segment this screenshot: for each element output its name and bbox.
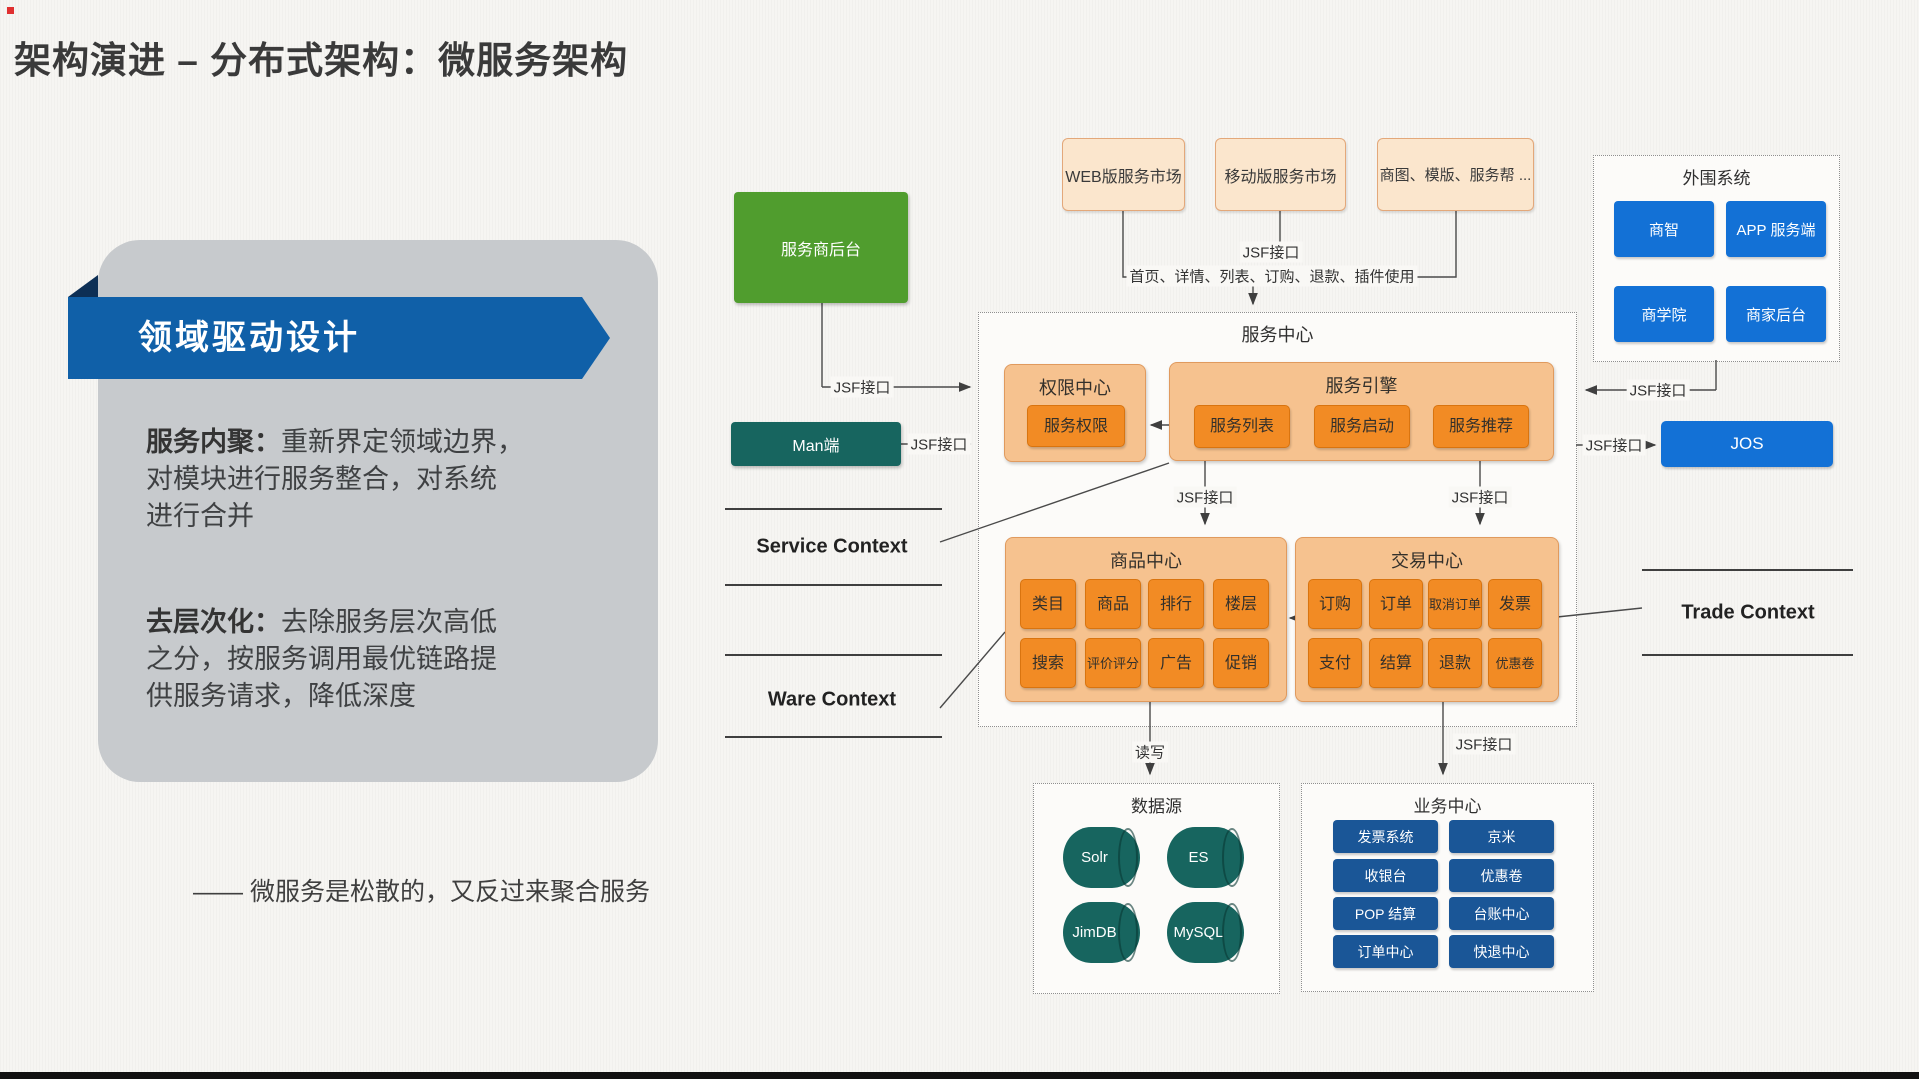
trade-item: 优惠卷 bbox=[1488, 638, 1542, 688]
para1-line3: 进行合并 bbox=[146, 501, 254, 531]
page-title: 架构演进 – 分布式架构：微服务架构 bbox=[14, 40, 629, 81]
jsf-label-peripheral: JSF接口 bbox=[1626, 379, 1690, 401]
peripheral-item: APP 服务端 bbox=[1726, 201, 1826, 257]
panel-paragraph-1: 服务内聚：重新界定领域边界， 对模块进行服务整合，对系统 进行合并 bbox=[146, 424, 638, 535]
peripheral-item: 商学院 bbox=[1614, 286, 1714, 342]
para1-lead: 服务内聚： bbox=[146, 427, 281, 457]
man-box: Man端 bbox=[731, 422, 901, 466]
business-item: 发票系统 bbox=[1333, 820, 1438, 853]
bottom-bar bbox=[0, 1072, 1919, 1079]
jsf-label-seller: JSF接口 bbox=[830, 376, 894, 398]
service-engine-box: 服务引擎 服务列表 服务启动 服务推荐 bbox=[1169, 362, 1554, 461]
service-context-label: Service Context bbox=[756, 535, 908, 558]
jsf-label-engine-left: JSF接口 bbox=[1173, 486, 1237, 508]
product-item: 排行 bbox=[1148, 579, 1204, 629]
web-market-box: WEB版服务市场 bbox=[1062, 138, 1185, 211]
record-dot bbox=[7, 7, 14, 14]
business-item: 京米 bbox=[1449, 820, 1554, 853]
seller-backend-box: 服务商后台 bbox=[734, 192, 908, 303]
trade-item: 发票 bbox=[1488, 579, 1542, 629]
business-item: POP 结算 bbox=[1333, 897, 1438, 930]
trade-item: 支付 bbox=[1308, 638, 1362, 688]
jsf-label-engine-right: JSF接口 bbox=[1448, 486, 1512, 508]
trade-item: 订购 bbox=[1308, 579, 1362, 629]
ddd-banner: 领域驱动设计 bbox=[68, 297, 582, 379]
service-center-title: 服务中心 bbox=[1241, 325, 1314, 345]
database-cylinder: Solr bbox=[1063, 827, 1140, 888]
business-title: 业务中心 bbox=[1413, 797, 1482, 816]
business-item: 台账中心 bbox=[1449, 897, 1554, 930]
para2-line3: 供服务请求，降低深度 bbox=[146, 681, 416, 711]
trade-center-title: 交易中心 bbox=[1391, 551, 1463, 571]
auth-center-title: 权限中心 bbox=[1039, 378, 1111, 398]
datasource-title: 数据源 bbox=[1131, 797, 1182, 816]
para2-line2: 之分，按服务调用最优链路提 bbox=[146, 644, 497, 674]
business-item: 收银台 bbox=[1333, 859, 1438, 892]
jsf-label-man: JSF接口 bbox=[907, 433, 971, 455]
jsf-label-jos: JSF接口 bbox=[1582, 434, 1646, 456]
product-item: 搜索 bbox=[1020, 638, 1076, 688]
service-engine-title: 服务引擎 bbox=[1325, 376, 1398, 396]
trade-item: 结算 bbox=[1369, 638, 1423, 688]
peripheral-item: 商智 bbox=[1614, 201, 1714, 257]
business-item: 订单中心 bbox=[1333, 935, 1438, 968]
business-group: 业务中心 发票系统 京米 收银台 优惠卷 POP 结算 台账中心 订单中心 快退… bbox=[1301, 783, 1594, 992]
product-item: 商品 bbox=[1085, 579, 1141, 629]
shops-templates-box: 商图、模版、服务帮 ... bbox=[1377, 138, 1534, 211]
auth-item: 服务权限 bbox=[1027, 405, 1125, 447]
panel-paragraph-2: 去层次化：去除服务层次高低 之分，按服务调用最优链路提 供服务请求，降低深度 bbox=[146, 604, 638, 715]
jos-box: JOS bbox=[1661, 421, 1833, 467]
business-item: 优惠卷 bbox=[1449, 859, 1554, 892]
product-item: 评价评分 bbox=[1085, 638, 1141, 688]
product-item: 广告 bbox=[1148, 638, 1204, 688]
trade-item: 取消订单 bbox=[1428, 579, 1482, 629]
ddd-banner-label: 领域驱动设计 bbox=[138, 319, 360, 357]
jsf-label-business: JSF接口 bbox=[1452, 733, 1516, 755]
engine-item: 服务推荐 bbox=[1433, 405, 1529, 448]
para1-line2: 对模块进行服务整合，对系统 bbox=[146, 464, 497, 494]
peripheral-item: 商家后台 bbox=[1726, 286, 1826, 342]
engine-item: 服务列表 bbox=[1194, 405, 1290, 448]
peripheral-group: 外围系统 商智 APP 服务端 商学院 商家后台 bbox=[1593, 155, 1840, 362]
trade-item: 退款 bbox=[1428, 638, 1482, 688]
trade-context-label: Trade Context bbox=[1681, 601, 1815, 624]
banner-arrow-tip bbox=[582, 297, 610, 379]
product-center-title: 商品中心 bbox=[1110, 551, 1182, 571]
para1-line1: 重新界定领域边界， bbox=[281, 427, 524, 457]
jsf-label-top: JSF接口 bbox=[1239, 241, 1303, 263]
para2-lead: 去层次化： bbox=[146, 607, 281, 637]
banner-fold bbox=[68, 275, 98, 297]
datasource-group: 数据源 Solr ES JimDB MySQL bbox=[1033, 783, 1280, 994]
pages-label: 首页、详情、列表、订购、退款、插件使用 bbox=[1126, 265, 1418, 287]
para2-line1: 去除服务层次高低 bbox=[281, 607, 497, 637]
product-center-box: 商品中心 类目 商品 排行 楼层 搜索 评价评分 广告 促销 bbox=[1005, 537, 1287, 702]
database-cylinder: JimDB bbox=[1063, 902, 1140, 963]
product-item: 类目 bbox=[1020, 579, 1076, 629]
mobile-market-box: 移动版服务市场 bbox=[1215, 138, 1346, 211]
ware-context-label: Ware Context bbox=[767, 688, 897, 711]
auth-center-box: 权限中心 服务权限 bbox=[1004, 364, 1146, 462]
product-item: 促销 bbox=[1213, 638, 1269, 688]
trade-item: 订单 bbox=[1369, 579, 1423, 629]
database-cylinder: MySQL bbox=[1167, 902, 1244, 963]
peripheral-title: 外围系统 bbox=[1682, 169, 1751, 188]
database-cylinder: ES bbox=[1167, 827, 1244, 888]
product-item: 楼层 bbox=[1213, 579, 1269, 629]
trade-center-box: 交易中心 订购 订单 取消订单 发票 支付 结算 退款 优惠卷 bbox=[1295, 537, 1559, 702]
footer-quote: —— 微服务是松散的，又反过来聚合服务 bbox=[193, 878, 650, 906]
business-item: 快退中心 bbox=[1449, 935, 1554, 968]
engine-item: 服务启动 bbox=[1314, 405, 1410, 448]
read-write-label: 读写 bbox=[1131, 741, 1169, 763]
